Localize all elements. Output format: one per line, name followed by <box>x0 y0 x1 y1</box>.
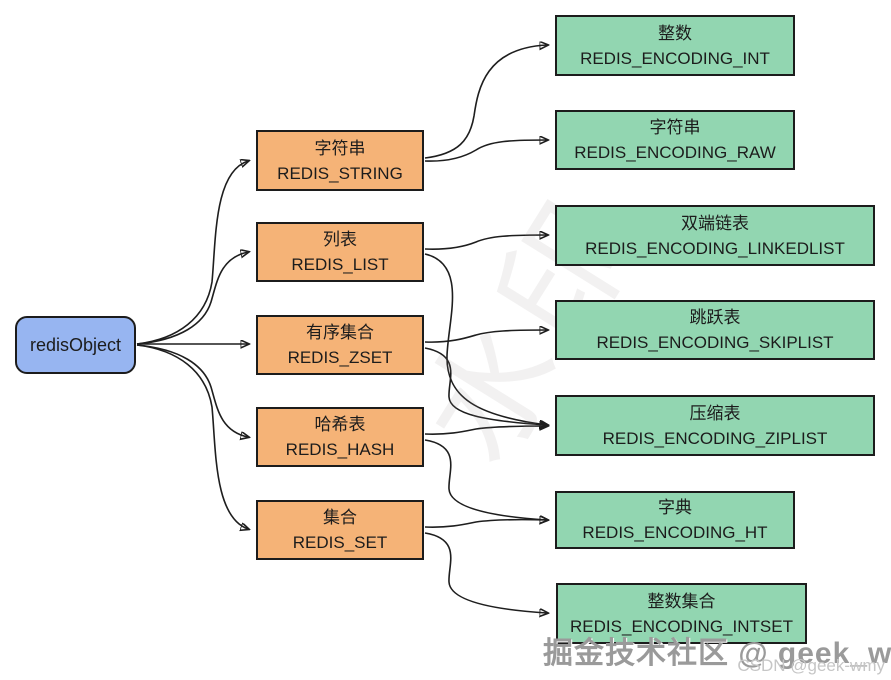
node-encoding-ht-label-zh: 字典 <box>658 498 692 517</box>
node-encoding-skiplist-label-code: REDIS_ENCODING_SKIPLIST <box>596 333 834 352</box>
node-redis-hash-label-zh: 哈希表 <box>314 415 366 434</box>
csdn-watermark: CSDN @geek-wmy <box>737 656 885 675</box>
node-redis-string: 字符串 REDIS_STRING <box>256 130 424 191</box>
node-redis-set-label-code: REDIS_SET <box>292 533 388 552</box>
node-redis-string-label-zh: 字符串 <box>314 138 366 158</box>
node-encoding-ziplist: 压缩表 REDIS_ENCODING_ZIPLIST <box>555 395 875 456</box>
node-encoding-int-label-zh: 整数 <box>658 23 692 43</box>
node-redis-zset-label-code: REDIS_ZSET <box>287 348 393 367</box>
edge-redisobject-to-redis-hash <box>136 344 248 437</box>
node-redis-zset-label-zh: 有序集合 <box>306 323 374 342</box>
node-encoding-intset: 整数集合 REDIS_ENCODING_INTSET <box>556 583 807 644</box>
node-redis-set: 集合 REDIS_SET <box>256 500 424 560</box>
edge-redisobject-to-redis-list <box>136 252 248 345</box>
node-redis-hash-label-code: REDIS_HASH <box>285 440 395 459</box>
node-redis-list: 列表 REDIS_LIST <box>256 222 424 282</box>
edge-redisobject-to-redis-set <box>136 344 248 529</box>
edge-redis-hash-to-encoding-ht <box>424 439 547 520</box>
node-redis-zset: 有序集合 REDIS_ZSET <box>256 315 424 375</box>
edge-redis-set-to-encoding-ht <box>424 520 547 528</box>
edge-redis-list-to-encoding-linkedlist <box>424 235 547 250</box>
node-encoding-raw-label-code: REDIS_ENCODING_RAW <box>574 143 776 162</box>
node-encoding-linkedlist-label-zh: 双端链表 <box>681 213 749 233</box>
node-encoding-skiplist: 跳跃表 REDIS_ENCODING_SKIPLIST <box>555 300 875 360</box>
node-redisobject: redisObject <box>15 316 136 374</box>
edge-redis-string-to-encoding-int <box>424 45 547 159</box>
node-encoding-int-label-code: REDIS_ENCODING_INT <box>580 48 770 68</box>
node-redis-string-label-code: REDIS_STRING <box>277 163 403 183</box>
edge-redis-list-to-encoding-ziplist <box>424 253 547 425</box>
node-encoding-linkedlist-label-code: REDIS_ENCODING_LINKEDLIST <box>585 238 845 258</box>
edge-redis-set-to-encoding-intset <box>424 532 547 613</box>
node-encoding-linkedlist: 双端链表 REDIS_ENCODING_LINKEDLIST <box>555 205 875 266</box>
edge-redis-zset-to-encoding-ziplist <box>424 347 547 425</box>
edge-redis-zset-to-encoding-skiplist <box>424 330 547 343</box>
node-redis-list-label-code: REDIS_LIST <box>291 255 389 274</box>
edge-redis-string-to-encoding-raw <box>424 140 547 162</box>
edge-redis-hash-to-encoding-ziplist <box>424 426 547 435</box>
node-encoding-skiplist-label-zh: 跳跃表 <box>689 308 741 327</box>
community-watermark: 掘金技术社区 @ geek_wmy <box>543 637 891 670</box>
node-redisobject-label: redisObject <box>29 334 122 355</box>
node-encoding-intset-label-zh: 整数集合 <box>647 591 716 611</box>
node-encoding-raw: 字符串 REDIS_ENCODING_RAW <box>555 110 795 170</box>
node-redis-hash: 哈希表 REDIS_HASH <box>256 407 424 467</box>
node-encoding-ziplist-label-code: REDIS_ENCODING_ZIPLIST <box>602 428 828 448</box>
node-redis-set-label-zh: 集合 <box>323 508 357 527</box>
edge-redisobject-to-redis-string <box>136 161 248 345</box>
node-encoding-raw-label-zh: 字符串 <box>649 118 701 137</box>
node-encoding-intset-label-code: REDIS_ENCODING_INTSET <box>570 616 793 636</box>
node-encoding-int: 整数 REDIS_ENCODING_INT <box>555 15 795 76</box>
node-redis-list-label-zh: 列表 <box>323 230 357 249</box>
node-encoding-ziplist-label-zh: 压缩表 <box>689 403 741 423</box>
node-encoding-ht: 字典 REDIS_ENCODING_HT <box>555 491 795 549</box>
node-encoding-ht-label-code: REDIS_ENCODING_HT <box>582 523 768 542</box>
